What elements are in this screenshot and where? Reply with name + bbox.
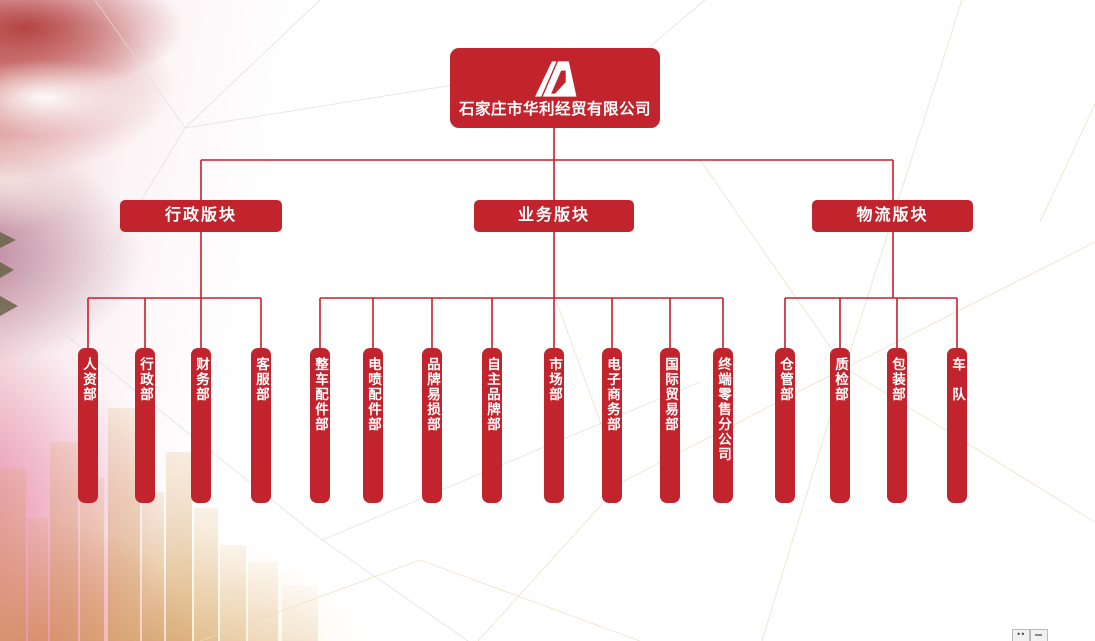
division-node-admin[interactable]: 行政版块 [120,200,282,232]
dept-node-caiwu[interactable]: 财务部 [191,348,211,503]
dept-node-zhijian[interactable]: 质检部 [830,348,850,503]
dept-label: 市场部 [547,357,562,402]
dept-label: 质检部 [833,357,848,402]
division-label: 物流版块 [856,207,929,224]
dept-label: 自主品牌部 [485,357,500,432]
dept-node-dianpen-peijian[interactable]: 电喷配件部 [363,348,383,503]
dept-node-xingzheng[interactable]: 行政部 [135,348,155,503]
dept-node-zhengche-peijian[interactable]: 整车配件部 [310,348,330,503]
bottom-right-widget[interactable] [1012,629,1048,641]
dept-node-pinpai-yisun[interactable]: 品牌易损部 [422,348,442,503]
company-root-node[interactable]: 石家庄市华利经贸有限公司 [450,48,660,128]
dept-node-renzi[interactable]: 人资部 [78,348,98,503]
dept-label: 电喷配件部 [366,357,381,432]
widget-button-right[interactable] [1030,629,1048,641]
widget-button-left[interactable] [1012,629,1030,641]
dept-label: 人资部 [81,357,96,402]
dept-node-cangguan[interactable]: 仓管部 [775,348,795,503]
division-node-business[interactable]: 业务版块 [474,200,634,232]
dept-label: 电子商务部 [605,357,620,432]
dept-node-chedui[interactable]: 车 队 [947,348,967,503]
division-node-logistics[interactable]: 物流版块 [812,200,973,232]
division-label: 行政版块 [164,207,237,224]
dept-label: 终端零售分公司 [716,357,731,462]
dept-label: 车 队 [950,357,965,402]
dept-label: 客服部 [254,357,269,402]
dept-label: 整车配件部 [313,357,328,432]
dept-label: 国际贸易部 [663,357,678,432]
division-label: 业务版块 [517,207,590,224]
company-logo-icon [535,61,577,97]
dept-node-shichang[interactable]: 市场部 [544,348,564,503]
dept-node-dianzi-shangwu[interactable]: 电子商务部 [602,348,622,503]
company-name: 石家庄市华利经贸有限公司 [458,101,651,118]
dept-node-zhongduan-lingshou[interactable]: 终端零售分公司 [713,348,733,503]
dept-label: 仓管部 [778,357,793,402]
dept-label: 品牌易损部 [425,357,440,432]
dept-node-zizhu-pinpai[interactable]: 自主品牌部 [482,348,502,503]
dept-label: 包装部 [890,357,905,402]
dept-node-kefu[interactable]: 客服部 [251,348,271,503]
dept-label: 财务部 [194,357,209,402]
dept-node-baozhuang[interactable]: 包装部 [887,348,907,503]
dept-label: 行政部 [138,357,153,402]
dept-node-guoji-maoyi[interactable]: 国际贸易部 [660,348,680,503]
